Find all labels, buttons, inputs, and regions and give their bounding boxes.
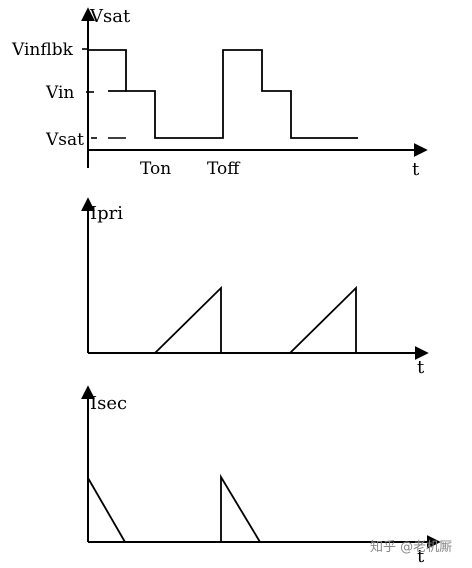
level-label-vinflbk: Vinflbk bbox=[11, 40, 74, 60]
level-label-vsat: Vsat bbox=[45, 130, 84, 150]
secondary-current-plot: Isec t bbox=[81, 385, 441, 567]
voltage-y-label: Vsat bbox=[89, 6, 131, 27]
ipri-ramp-1 bbox=[154, 285, 222, 354]
voltage-t-label: t bbox=[412, 159, 420, 180]
voltage-waveform bbox=[88, 49, 358, 139]
level-label-vin: Vin bbox=[45, 83, 74, 103]
isec-ramp-2 bbox=[220, 473, 261, 543]
ipri-ramp-2 bbox=[289, 285, 357, 354]
isec-ramp-1 bbox=[87, 477, 126, 543]
voltage-plot: Vsat t Vinflbk Vin Vsat Ton Toff bbox=[11, 6, 428, 180]
ipri-y-label: Ipri bbox=[90, 203, 123, 224]
isec-y-label: Isec bbox=[90, 393, 127, 414]
watermark: 知乎 @老机厮 bbox=[370, 539, 452, 555]
isec-t-label: t bbox=[417, 546, 425, 567]
ipri-t-label: t bbox=[417, 357, 425, 378]
interval-label-toff: Toff bbox=[207, 159, 241, 179]
interval-label-ton: Ton bbox=[140, 159, 171, 179]
primary-current-plot: Ipri t bbox=[81, 197, 429, 378]
